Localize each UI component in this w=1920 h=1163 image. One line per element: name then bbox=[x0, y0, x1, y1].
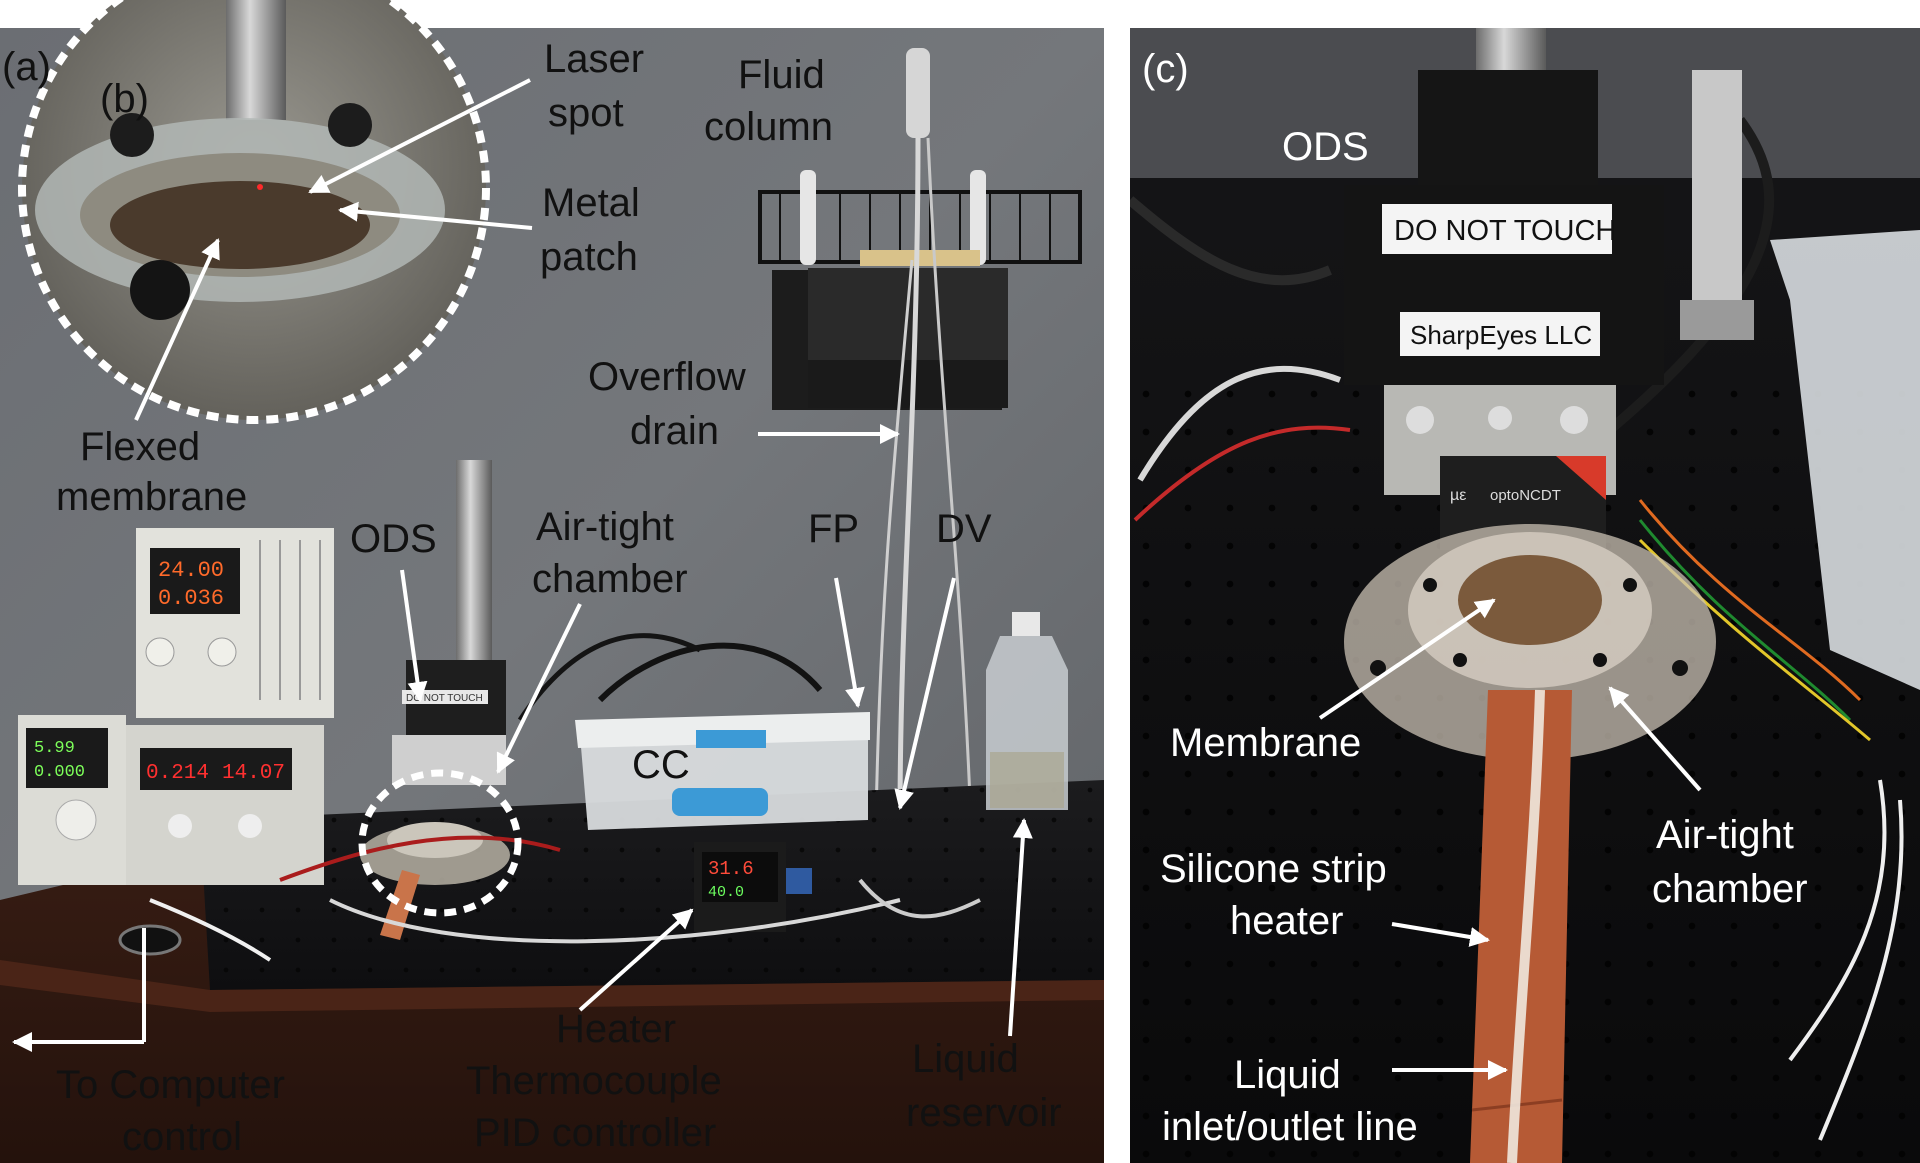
panel-a-arrows bbox=[12, 78, 1033, 1052]
optical-table bbox=[0, 780, 1104, 1163]
label-dv: DV bbox=[936, 507, 992, 551]
label-heater-line2: Thermocouple bbox=[466, 1059, 722, 1103]
sticker-sharpeyes: SharpEyes LLC bbox=[1410, 320, 1592, 350]
label-membrane: Membrane bbox=[1170, 721, 1361, 765]
label-metal-line1: Metal bbox=[542, 181, 640, 225]
sticker-do-not-touch: DO NOT TOUCH bbox=[1394, 215, 1616, 247]
meter-left: 0.214 bbox=[146, 762, 209, 785]
ods-stand: DO NOT TOUCH bbox=[392, 460, 506, 785]
label-computer-line2: control bbox=[122, 1115, 242, 1159]
wall-shelf bbox=[758, 170, 1082, 410]
label-overflow-line2: drain bbox=[630, 409, 719, 453]
panel-a-annotations: (a) (b) Laser spot Metal patch Flexed me… bbox=[2, 37, 1062, 1159]
label-airtight-c-line1: Air-tight bbox=[1656, 813, 1794, 857]
plastic-box-c bbox=[1770, 230, 1920, 690]
silicone-strip-heater bbox=[1470, 690, 1572, 1163]
panel-a-tag: (a) bbox=[2, 45, 51, 89]
cc-container bbox=[575, 712, 870, 830]
liquid-line bbox=[1507, 689, 1545, 1163]
label-laser-line1: Laser bbox=[544, 37, 644, 81]
panel-c-tag: (c) bbox=[1142, 47, 1189, 91]
label-heater-line3: PID controller bbox=[474, 1111, 716, 1155]
cables-c bbox=[1130, 117, 1904, 1141]
label-airtight-c-line2: chamber bbox=[1652, 867, 1808, 911]
panel-b-inset bbox=[18, 0, 490, 424]
power-supply-lower: 0.214 14.07 bbox=[126, 725, 324, 885]
meter-right: 14.07 bbox=[222, 762, 285, 785]
label-liquid-line2: inlet/outlet line bbox=[1162, 1105, 1418, 1149]
label-reservoir-line2: reservoir bbox=[906, 1091, 1062, 1135]
tape-roll bbox=[118, 924, 182, 956]
label-fp: FP bbox=[808, 507, 859, 551]
panel-c-annotations: (c) ODS Membrane Air-tight chamber Silic… bbox=[1142, 47, 1808, 1149]
liquid-reservoir-bottle bbox=[986, 612, 1068, 810]
label-laser-line2: spot bbox=[548, 91, 624, 135]
label-metal-line2: patch bbox=[540, 235, 638, 279]
psu2-voltage: 5.99 bbox=[34, 739, 75, 758]
ods-sticker-text: DO NOT TOUCH bbox=[406, 693, 483, 704]
panel-c-arrows bbox=[1318, 598, 1702, 1080]
label-cc: CC bbox=[632, 743, 690, 787]
panel-a-photo: 24.00 0.036 5.99 0.000 0.214 14.07 DO NO… bbox=[0, 28, 1104, 1163]
label-computer-line1: To Computer bbox=[56, 1063, 285, 1107]
label-silicone-line1: Silicone strip bbox=[1160, 847, 1387, 891]
power-supply-upper: 24.00 0.036 bbox=[136, 528, 334, 718]
label-silicone-line2: heater bbox=[1230, 899, 1343, 943]
micrometer bbox=[1680, 70, 1754, 340]
sensor-logo: µε bbox=[1450, 487, 1466, 504]
label-airtight-a-line1: Air-tight bbox=[536, 505, 674, 549]
label-heater-line1: Heater bbox=[556, 1007, 676, 1051]
label-ods-a: ODS bbox=[350, 517, 437, 561]
pid-controller: 31.6 40.0 bbox=[694, 842, 812, 932]
label-flexed-line1: Flexed bbox=[80, 425, 200, 469]
label-overflow-line1: Overflow bbox=[588, 355, 746, 399]
panel-c-photo: DO NOT TOUCH SharpEyes LLC µε optoNCDT bbox=[1130, 28, 1920, 1163]
chamber-highlight-circle bbox=[358, 769, 522, 917]
panel-b-tag: (b) bbox=[100, 77, 149, 121]
sensor-brand: optoNCDT bbox=[1490, 487, 1561, 504]
label-flexed-line2: membrane bbox=[56, 475, 247, 519]
label-reservoir-line1: Liquid bbox=[912, 1037, 1019, 1081]
ods-block: DO NOT TOUCH SharpEyes LLC µε optoNCDT bbox=[1344, 28, 1664, 550]
pid-top-reading: 31.6 bbox=[708, 858, 754, 880]
label-fluid-line1: Fluid bbox=[738, 53, 825, 97]
label-liquid-line1: Liquid bbox=[1234, 1053, 1341, 1097]
psu1-voltage: 24.00 bbox=[158, 558, 224, 583]
power-supply-left: 5.99 0.000 bbox=[18, 715, 126, 885]
psu2-current: 0.000 bbox=[34, 763, 85, 782]
fluid-column-tube bbox=[874, 48, 972, 821]
label-airtight-a-line2: chamber bbox=[532, 557, 688, 601]
pid-bottom-reading: 40.0 bbox=[708, 884, 744, 901]
label-fluid-line2: column bbox=[704, 105, 833, 149]
psu1-current: 0.036 bbox=[158, 586, 224, 611]
label-ods-c: ODS bbox=[1282, 125, 1369, 169]
